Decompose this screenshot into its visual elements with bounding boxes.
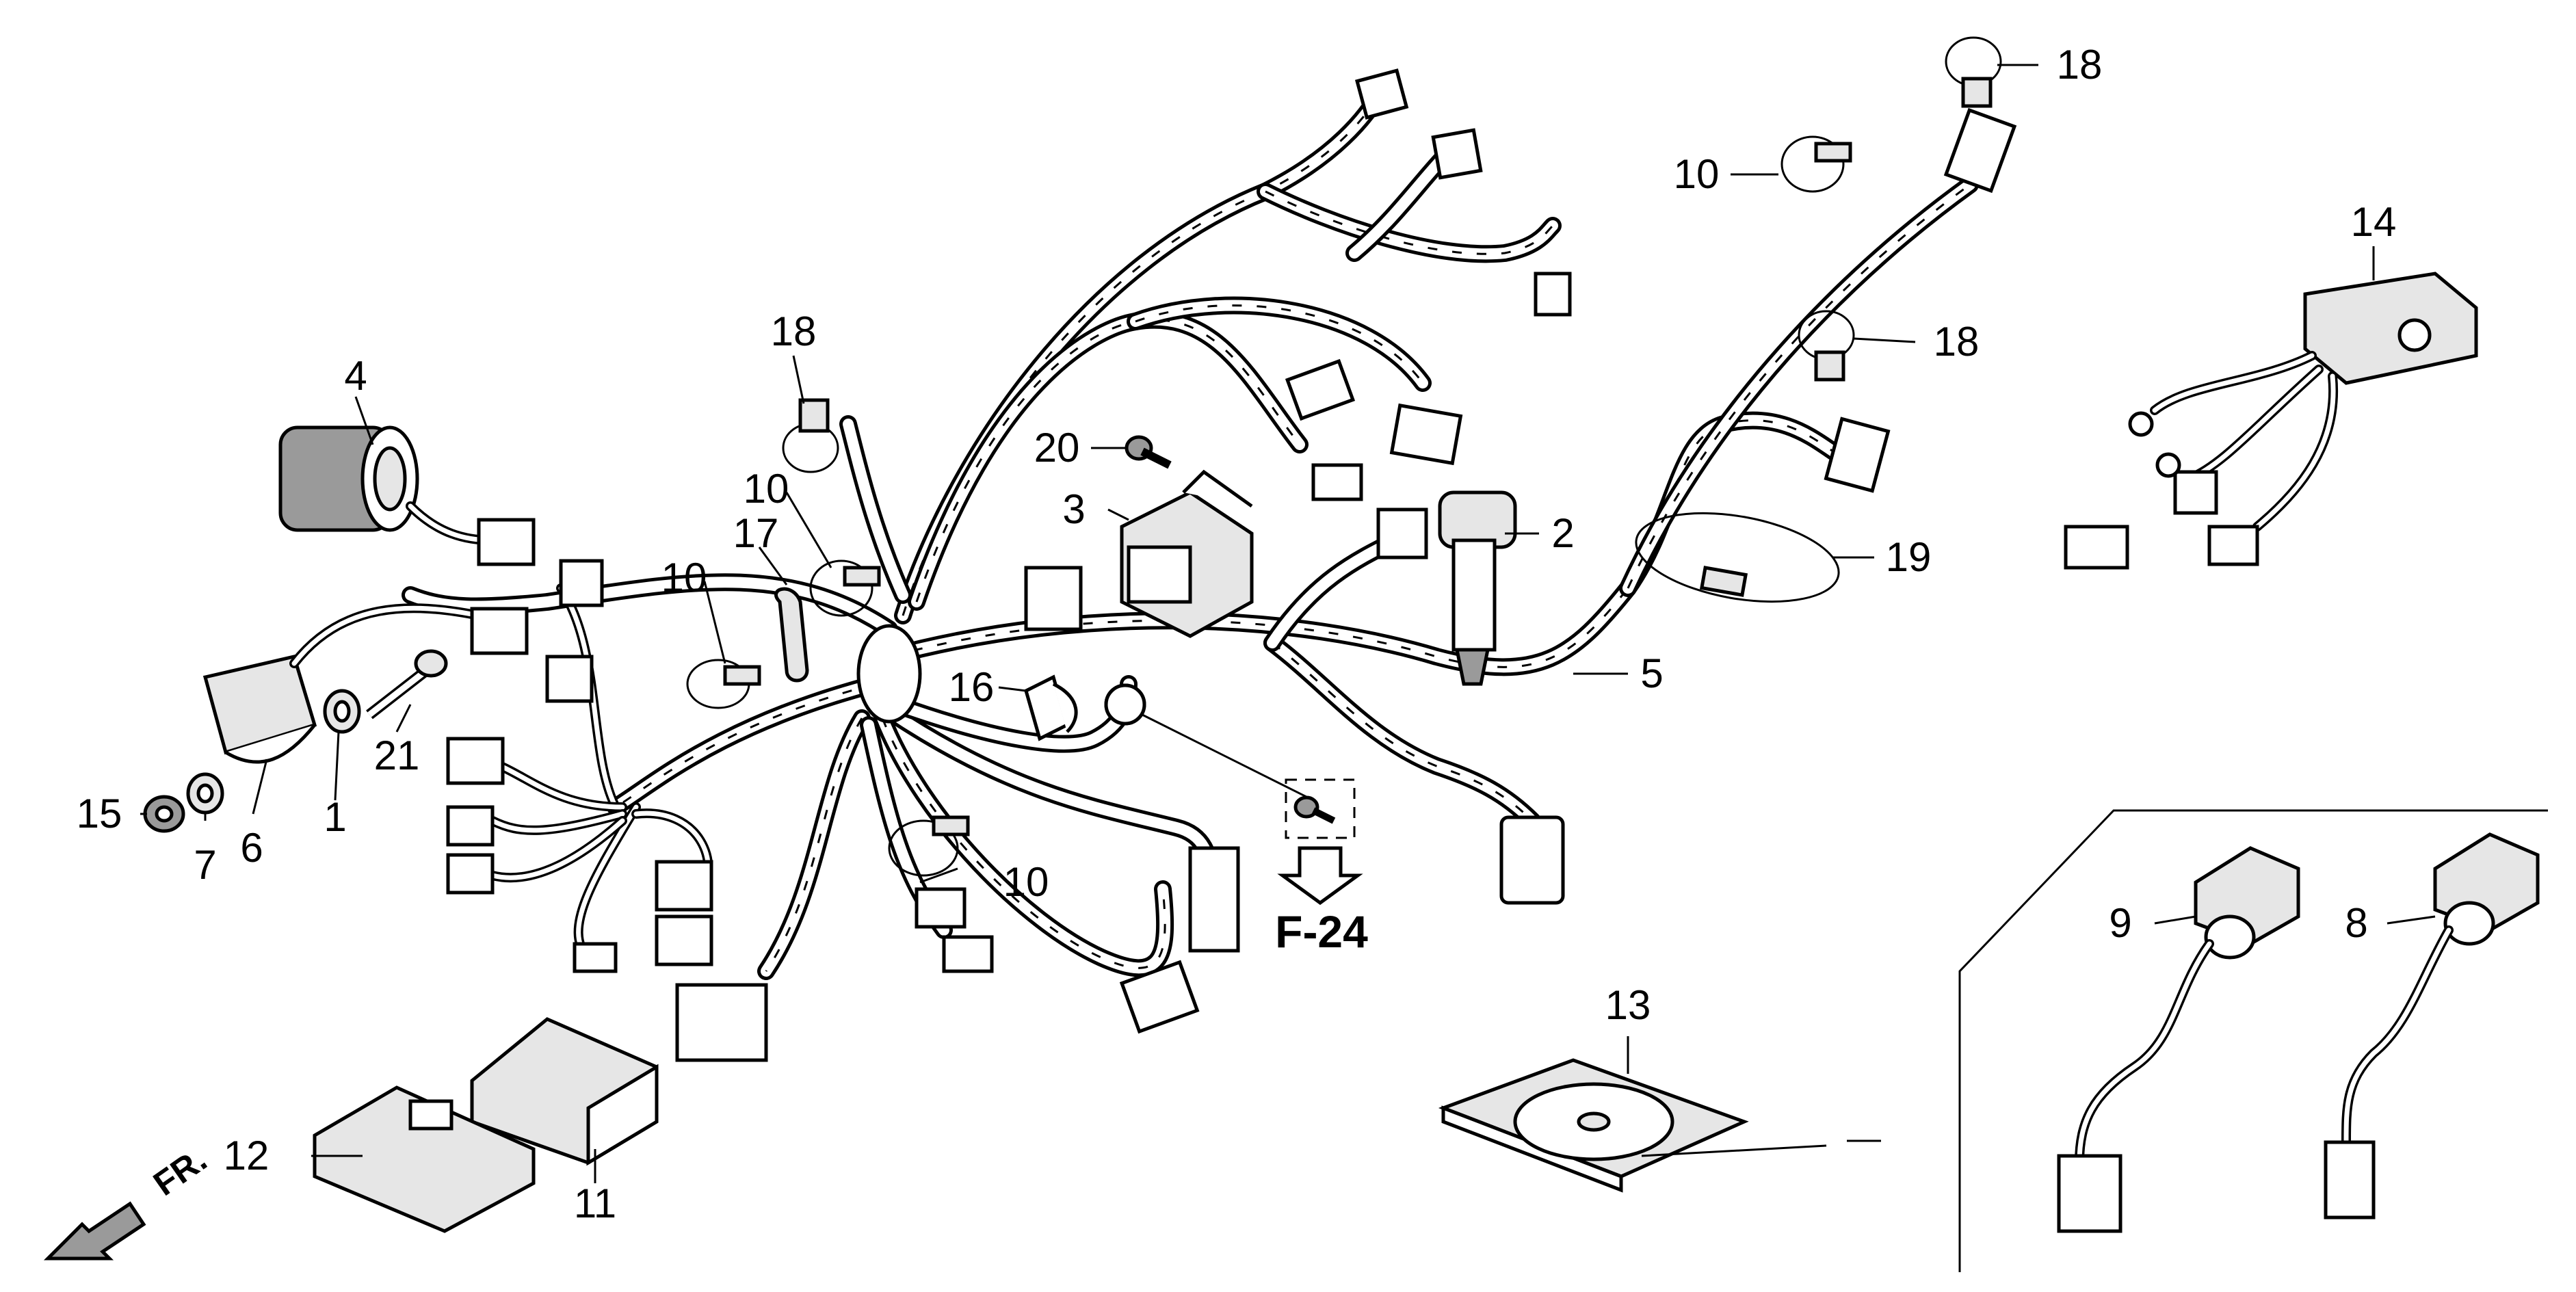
relay-part-4 (278, 425, 536, 566)
grommet-part-1 (323, 689, 361, 734)
callout-10-right: 10 (1674, 151, 1720, 197)
leader-lines (140, 64, 2436, 1183)
callout-1: 1 (324, 794, 346, 840)
callout-11: 11 (574, 1181, 616, 1226)
clip-part-16 (1024, 674, 1078, 741)
ignition-coil-part-2 (1376, 490, 1517, 686)
control-unit-part-11 (470, 1017, 659, 1166)
band-part-18a (782, 398, 839, 473)
callout-10-upper: 10 (744, 466, 789, 512)
sub-harness-part-14 (2064, 272, 2478, 570)
callout-10-left: 10 (661, 555, 707, 601)
callout-15: 15 (77, 791, 122, 836)
band-part-18b (1945, 36, 2002, 108)
ground-terminal (1104, 683, 1356, 839)
callout-17: 17 (733, 510, 779, 556)
front-direction-arrow (43, 1201, 146, 1261)
manual-part-13 (1438, 1058, 1749, 1193)
callout-13: 13 (1605, 982, 1651, 1028)
collar-part-7 (186, 772, 224, 815)
band-part-18c (1798, 310, 1855, 382)
band-part-19 (1635, 512, 1840, 603)
band-part-10d (1780, 135, 1852, 193)
callout-7: 7 (194, 842, 216, 888)
callout-16: 16 (949, 664, 995, 710)
callout-6: 6 (240, 825, 263, 871)
band-part-10c (888, 815, 970, 877)
callout-18-left: 18 (771, 308, 817, 354)
nut-part-15 (143, 795, 185, 833)
bolt-part-21 (366, 649, 448, 720)
inset-frame (1958, 809, 2548, 1272)
front-direction-label: FR. (146, 1140, 213, 1203)
callout-9: 9 (2109, 900, 2131, 946)
callout-2: 2 (1551, 510, 1574, 556)
bolt-part-20 (1125, 435, 1172, 469)
band-part-10b (809, 559, 881, 617)
callout-18-top: 18 (2057, 42, 2103, 88)
callout-10-lower: 10 (1003, 859, 1049, 905)
callout-19: 19 (1886, 534, 1932, 580)
reference-label: F-24 (1275, 906, 1368, 957)
callout-12: 12 (224, 1133, 270, 1178)
switch-part-8 (2324, 832, 2540, 1220)
band-part-10a (686, 659, 761, 709)
clamp-part-17 (774, 587, 809, 683)
callout-8: 8 (2345, 900, 2367, 946)
switch-part-9 (2057, 846, 2300, 1233)
callout-18-mid: 18 (1934, 319, 1980, 365)
callout-4: 4 (344, 353, 367, 399)
callout-5: 5 (1640, 650, 1663, 696)
switch-part-6 (202, 603, 529, 764)
callout-14: 14 (2351, 199, 2397, 245)
callout-21: 21 (374, 733, 420, 778)
reference-arrow (1277, 846, 1363, 906)
callout-3: 3 (1062, 486, 1085, 532)
regulator-part-3 (1120, 469, 1254, 638)
callout-20: 20 (1034, 425, 1080, 471)
cover-part-12 (313, 1085, 536, 1233)
